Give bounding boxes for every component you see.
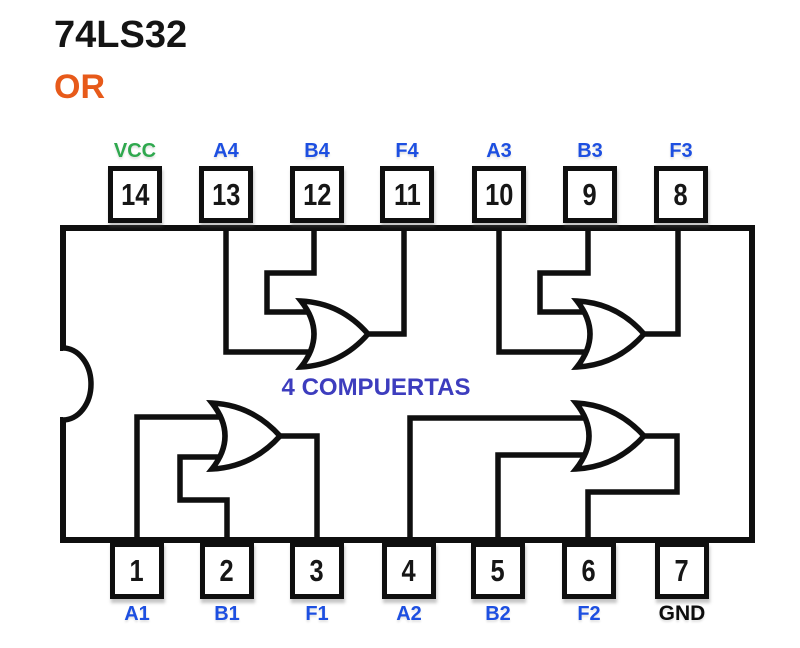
pin-10-box: 10 [472,166,526,223]
or-gate-3 [571,297,648,371]
pin-4-label: A2 [396,603,422,625]
pin-9: B3 9 [563,139,617,223]
wires [134,230,681,538]
pin-6: 6 F2 [562,542,616,626]
pin-2-box: 2 [200,542,254,599]
pin-5-box: 5 [471,542,525,599]
pin-1-box: 1 [110,542,164,599]
pin-1: 1 A1 [110,542,164,626]
pin-13-box: 13 [199,166,253,223]
wire-b3-input [537,230,592,315]
pin-3-box: 3 [290,542,344,599]
or-gate-2 [570,399,648,473]
pin-7-box: 7 [655,542,709,599]
notch [62,345,94,423]
wire-a4-input [223,230,316,355]
wire-a2-input [407,415,592,538]
pin-6-label: F2 [577,603,601,625]
or-gate-1 [206,399,284,473]
wire-b1-input [177,454,230,538]
gate-count-label: 4 COMPUERTAS [281,374,471,401]
pin-2: 2 B1 [200,542,254,626]
pin-12: B4 12 [290,139,344,223]
pin-10-label: A3 [486,140,512,162]
pin-14-label: VCC [113,140,157,162]
pin-13: A4 13 [199,139,253,223]
pin-6-box: 6 [562,542,616,599]
gate-type-label: OR [54,68,105,106]
pin-5: 5 B2 [471,542,525,626]
wire-b2-input [495,452,592,538]
pin-8-box: 8 [654,166,708,223]
pin-11: F4 11 [380,139,434,223]
pin-8: F3 8 [654,139,708,223]
or-gate-4 [295,297,372,371]
pin-4-box: 4 [382,542,436,599]
pin-2-label: B1 [214,603,240,625]
pin-11-label: F4 [395,140,419,162]
wire-a3-input [496,230,592,355]
pin-3-label: F1 [305,603,329,625]
pin-14-box: 14 [108,166,162,223]
wire-a1-input [134,414,228,538]
pin-13-label: A4 [213,140,239,162]
pin-9-box: 9 [563,166,617,223]
pin-4: 4 A2 [382,542,436,626]
chip-title: 74LS32 [54,14,188,56]
wire-f1-output [274,433,320,538]
pin-10: A3 10 [472,139,526,223]
wire-f4-output [362,230,407,337]
pin-7: 7 GND [655,542,709,626]
pin-1-label: A1 [124,603,150,625]
pin-11-box: 11 [380,166,434,223]
pin-3: 3 F1 [290,542,344,626]
pin-12-label: B4 [304,140,330,162]
wire-f2-output [585,433,680,538]
wire-f3-output [638,230,681,337]
pin-12-box: 12 [290,166,344,223]
or-gates [206,297,648,473]
pin-9-label: B3 [577,140,603,162]
wire-b4-input [264,230,317,315]
pin-5-label: B2 [485,603,511,625]
pin-7-label: GND [658,602,706,625]
pin-8-label: F3 [669,140,693,162]
pin-14: VCC 14 [108,139,162,223]
